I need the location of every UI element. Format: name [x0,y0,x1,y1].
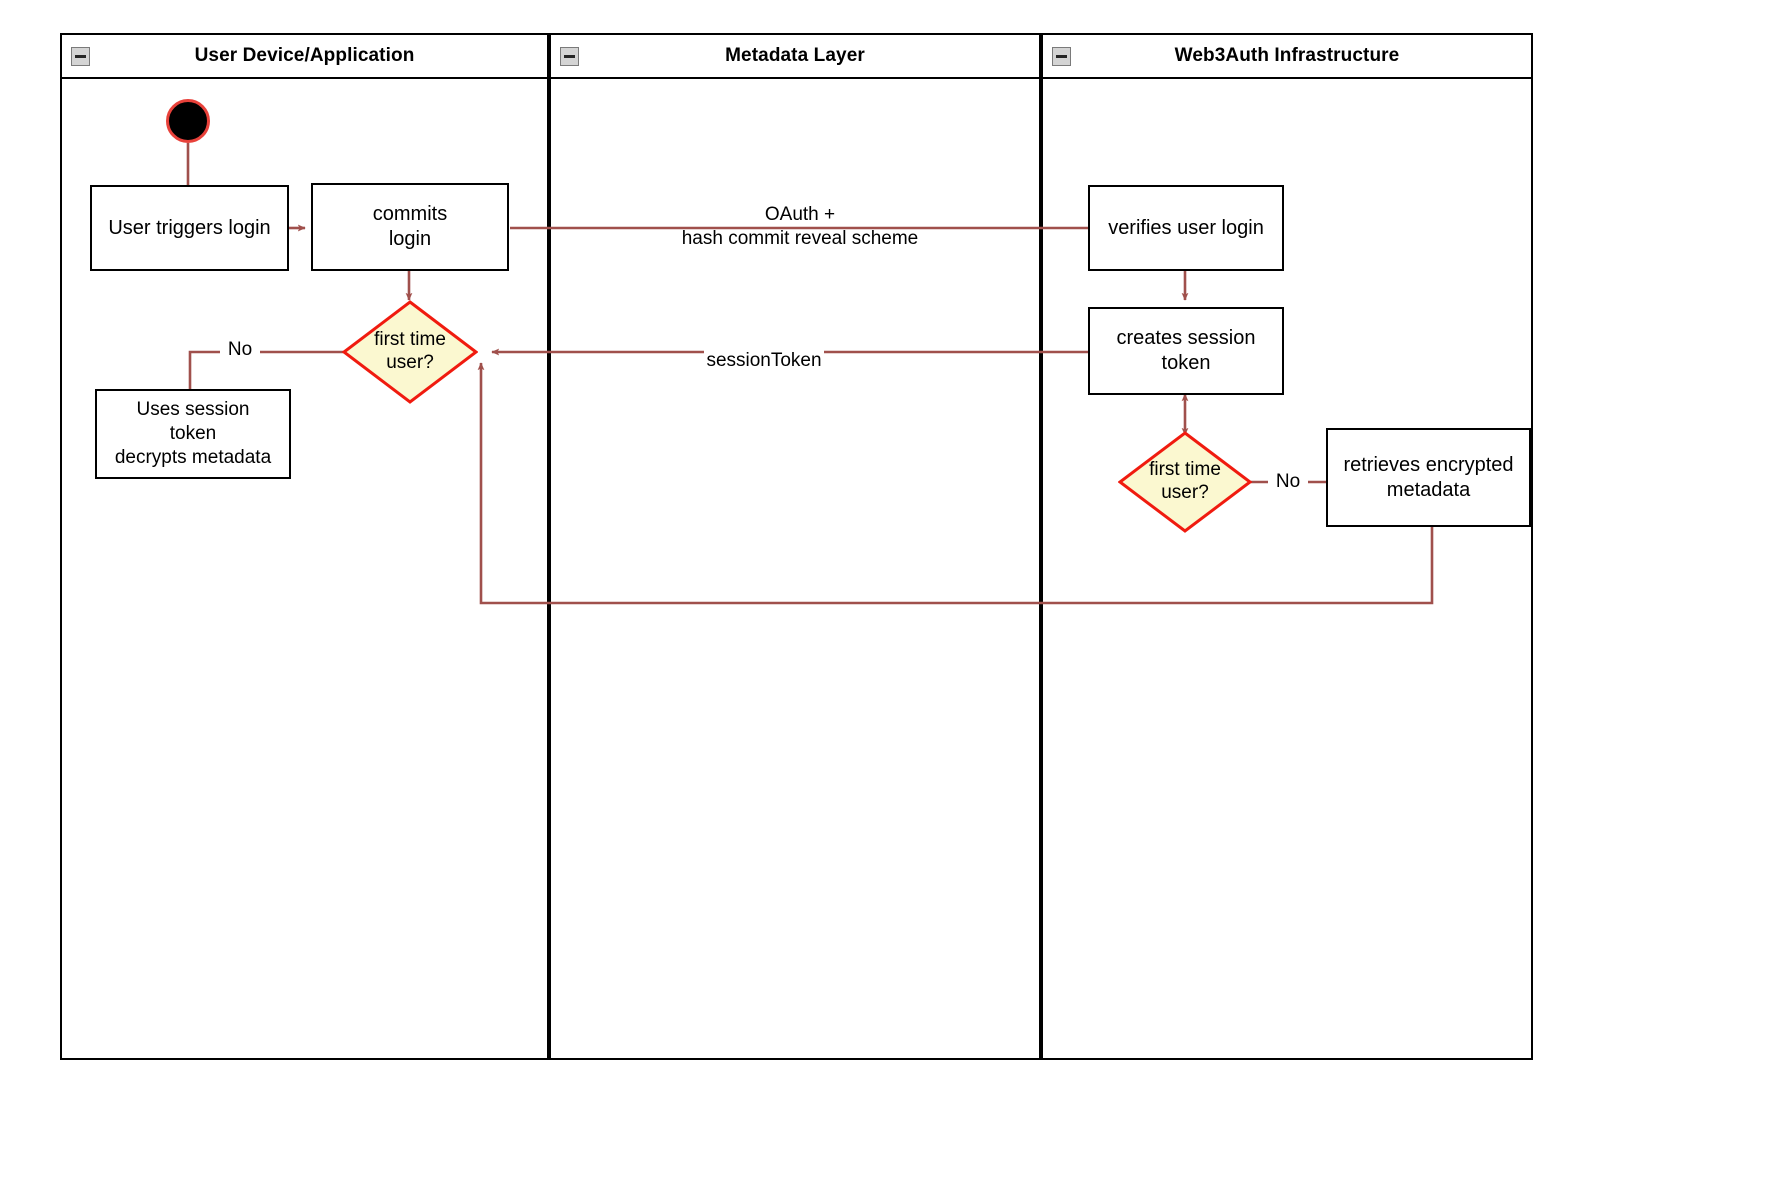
pool-header-web3auth: Web3Auth Infrastructure [1043,35,1531,79]
edge-label-session-token: sessionToken [704,349,824,373]
action-label-line3: decrypts metadata [114,446,272,468]
action-user-triggers-login[interactable]: User triggers login [90,185,289,271]
action-uses-session-token[interactable]: Uses session token decrypts metadata [95,389,291,479]
action-label-line2: token [169,423,217,445]
minus-icon[interactable] [71,47,90,66]
action-label-line2: metadata [1386,478,1471,501]
diamond-shape [342,300,478,404]
decision-first-time-user-right[interactable]: first time user? [1118,431,1252,533]
initial-node[interactable] [166,99,210,143]
action-label-line1: creates session [1116,327,1256,349]
minus-icon[interactable] [1052,47,1071,66]
edge-label-no-left: No [220,338,260,362]
edge-label-oauth-line1: OAuth + [764,204,836,225]
edge-label-oauth-line2: hash commit reveal scheme [681,227,919,249]
pool-header-metadata-layer: Metadata Layer [551,35,1039,79]
diamond-shape [1118,431,1252,533]
action-label-line2: token [1161,352,1211,374]
action-creates-session-token[interactable]: creates session token [1088,307,1284,395]
action-label: verifies user login [1108,216,1264,239]
minus-icon[interactable] [560,47,579,66]
action-label: User triggers login [108,216,271,239]
pool-metadata-layer[interactable]: Metadata Layer [549,33,1041,1060]
action-verifies-user-login[interactable]: verifies user login [1088,185,1284,271]
action-label-line1: commits [372,203,448,225]
action-label-line1: retrieves encrypted [1343,453,1514,476]
pool-title-web3auth: Web3Auth Infrastructure [1174,45,1400,66]
edge-label-no-right: No [1268,470,1308,494]
pool-title-metadata-layer: Metadata Layer [725,45,865,66]
edge-label-oauth: OAuth + hash commit reveal scheme [630,203,970,251]
pool-header-user-device: User Device/Application [62,35,547,79]
action-label-line1: Uses session [136,399,250,421]
decision-first-time-user-left[interactable]: first time user? [342,300,478,404]
pool-title-user-device: User Device/Application [194,45,415,66]
action-label-line2: login [388,228,432,250]
action-retrieves-encrypted-metadata[interactable]: retrieves encrypted metadata [1326,428,1531,527]
action-commits-login[interactable]: commits login [311,183,509,271]
